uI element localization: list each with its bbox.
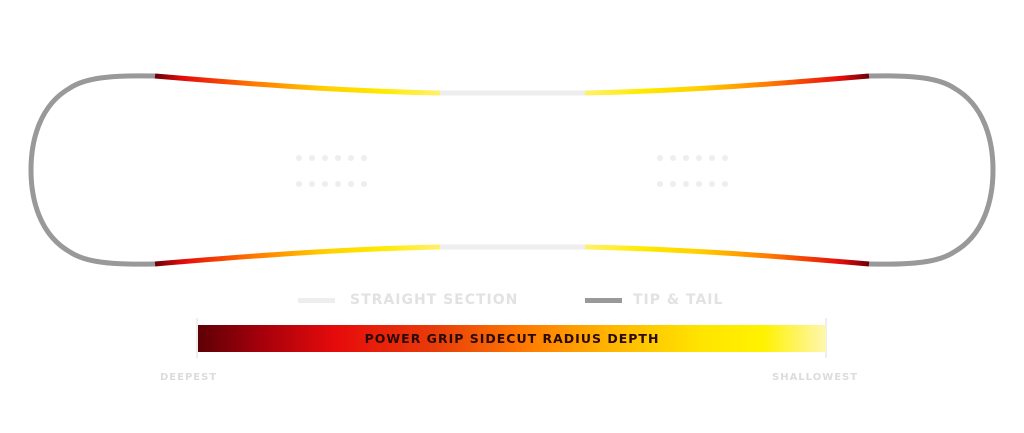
insert-dot bbox=[296, 155, 302, 161]
sidecut-top-right bbox=[584, 73, 870, 96]
scale-max-label: SHALLOWEST bbox=[772, 372, 859, 383]
scale-tick-right bbox=[825, 318, 827, 358]
tip-tail-swatch bbox=[585, 298, 622, 303]
insert-dot bbox=[722, 155, 728, 161]
scale-title: POWER GRIP SIDECUT RADIUS DEPTH bbox=[364, 331, 660, 346]
insert-dot bbox=[709, 155, 715, 161]
insert-dot bbox=[361, 181, 367, 187]
scale-min-label: DEEPEST bbox=[160, 372, 218, 383]
insert-dot bbox=[335, 181, 341, 187]
insert-dot bbox=[657, 155, 663, 161]
insert-dot bbox=[670, 155, 676, 161]
insert-dot bbox=[322, 155, 328, 161]
insert-dot bbox=[348, 155, 354, 161]
sidecut-top-left bbox=[154, 73, 441, 96]
insert-dot bbox=[309, 181, 315, 187]
insert-dot bbox=[696, 155, 702, 161]
insert-dot bbox=[361, 155, 367, 161]
legend-tip-tail: TIP & TAIL bbox=[633, 292, 724, 308]
legend-straight-section: STRAIGHT SECTION bbox=[350, 292, 519, 308]
sidecut-depth-gradient-bar: POWER GRIP SIDECUT RADIUS DEPTH bbox=[198, 325, 826, 352]
insert-dot bbox=[670, 181, 676, 187]
straight-section-swatch bbox=[298, 298, 335, 303]
scale-tick-left bbox=[196, 318, 198, 358]
insert-dot bbox=[309, 155, 315, 161]
insert-dot bbox=[696, 181, 702, 187]
sidecut-bottom-left bbox=[154, 244, 441, 267]
insert-dot bbox=[722, 181, 728, 187]
insert-dot bbox=[657, 181, 663, 187]
sidecut-bottom-right bbox=[584, 244, 870, 267]
tail-right bbox=[868, 73, 996, 267]
insert-dot bbox=[335, 155, 341, 161]
binding-inserts bbox=[296, 155, 728, 187]
insert-dot bbox=[296, 181, 302, 187]
insert-dot bbox=[348, 181, 354, 187]
insert-dot bbox=[322, 181, 328, 187]
tip-left bbox=[28, 73, 156, 267]
insert-dot bbox=[709, 181, 715, 187]
insert-dot bbox=[683, 155, 689, 161]
insert-dot bbox=[683, 181, 689, 187]
